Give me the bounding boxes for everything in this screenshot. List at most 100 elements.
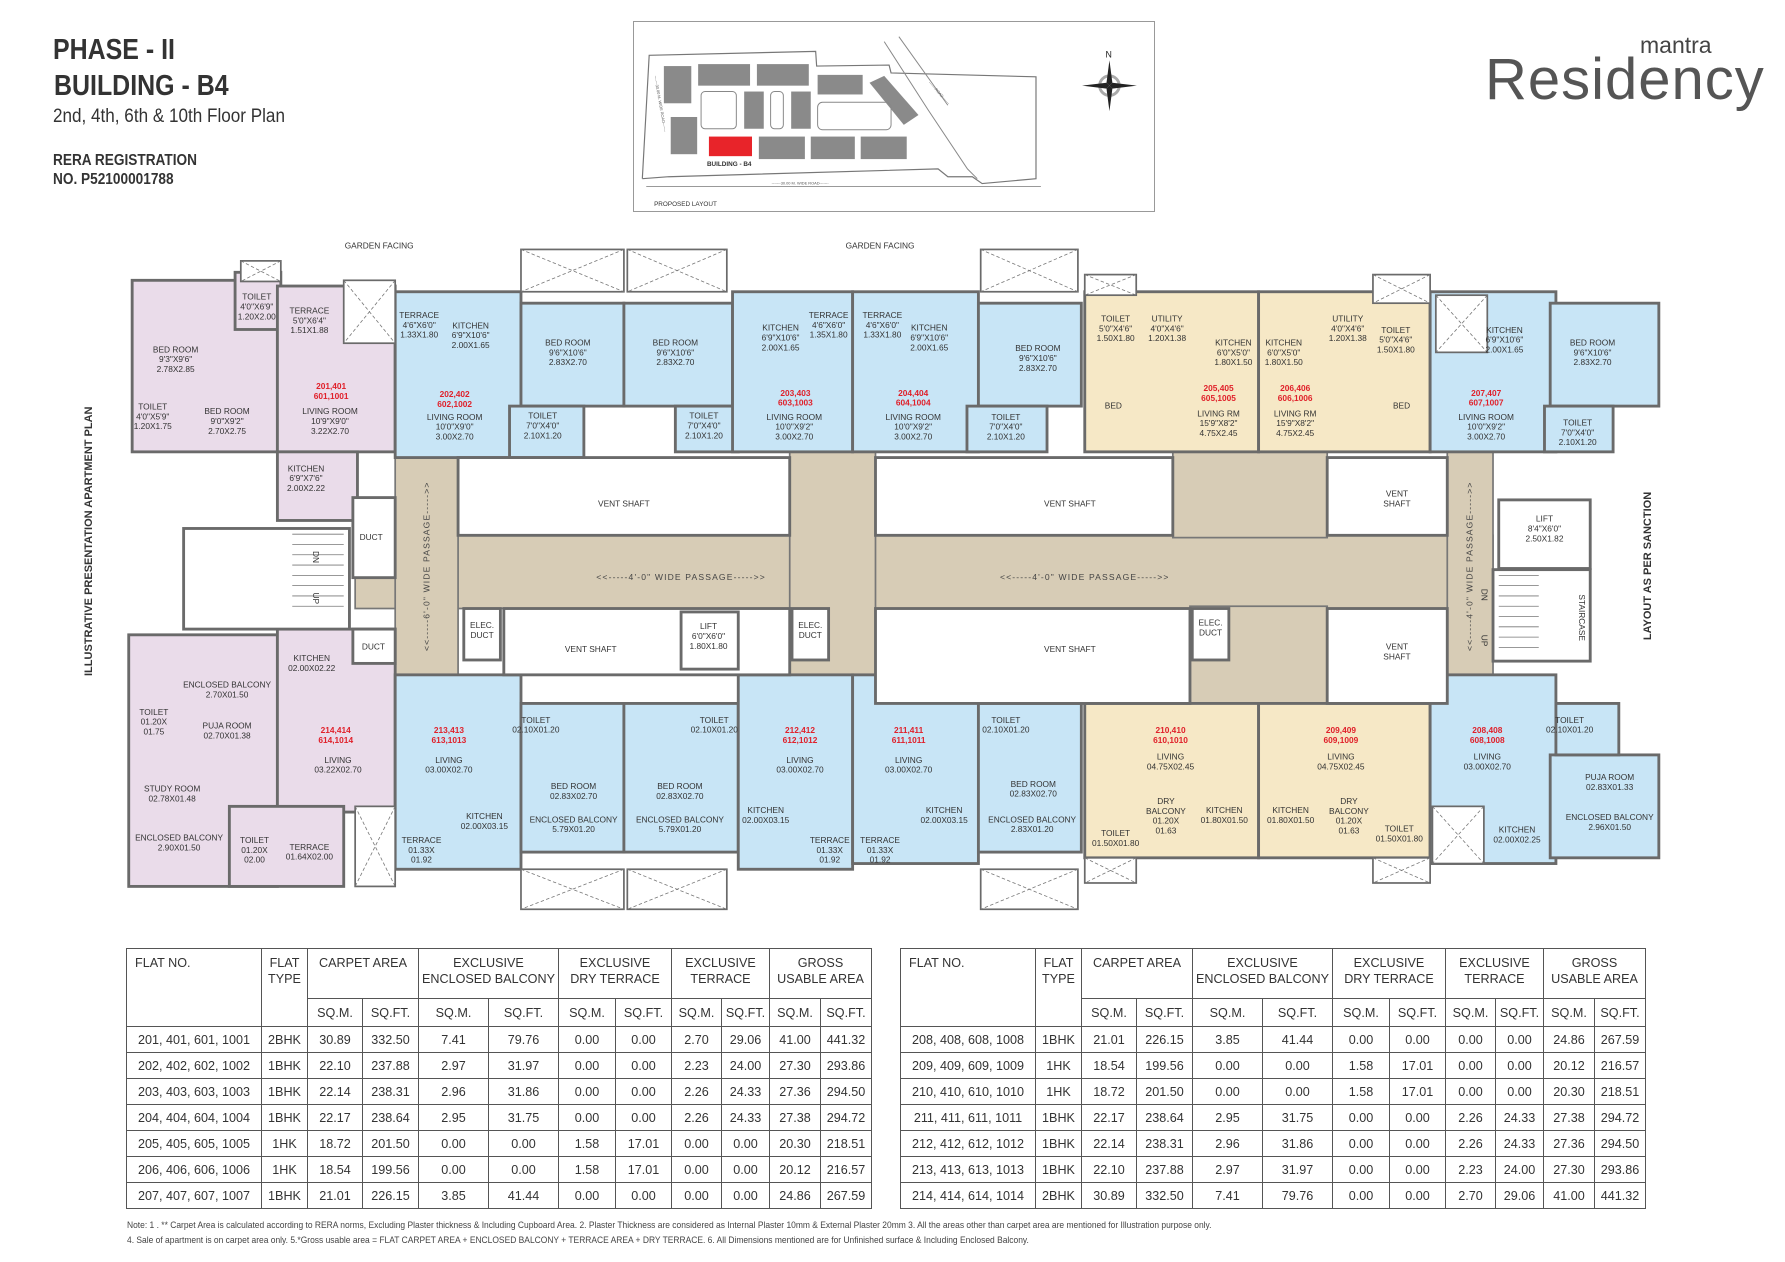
room-label-line: KITCHEN xyxy=(911,323,948,333)
room-label-line: VENT xyxy=(1386,488,1408,498)
site-plan-drawing: BUILDING - B4 -------30.00 M. WIDE ROAD-… xyxy=(641,36,1137,208)
open-balcony-cross xyxy=(520,868,625,911)
open-balcony-cross xyxy=(1372,273,1431,305)
header-text: TERRACE xyxy=(1464,972,1525,986)
table-cell: 41.44 xyxy=(488,1182,559,1209)
table-cell: 7.41 xyxy=(1192,1182,1263,1209)
room-label-line: 2.00X1.65 xyxy=(762,342,800,352)
room-label-line: TOILET xyxy=(1385,824,1414,834)
room-label-line: TOILET xyxy=(139,707,168,717)
room-label-line: 15'9"X8'2" xyxy=(1200,418,1238,428)
table-cell: 2.96 xyxy=(418,1078,489,1105)
table-cell: 1HK xyxy=(261,1156,308,1183)
room-label-line: KITCHEN xyxy=(1499,825,1536,835)
table-cell: 0.00 xyxy=(671,1182,722,1209)
flat-214 xyxy=(227,804,346,888)
table-cell: 0.00 xyxy=(1262,1052,1333,1079)
table-cell: 238.31 xyxy=(362,1078,419,1105)
room-label-line: KITCHEN xyxy=(926,805,963,815)
room-label-line: 02.83X02.70 xyxy=(1010,789,1058,799)
room-label-line: 02.00 xyxy=(244,855,265,865)
flat-209 xyxy=(1257,702,1432,860)
flat-number-line: 602,1002 xyxy=(437,399,472,409)
room-label-line: BED ROOM xyxy=(153,344,198,354)
flat-number-line: 601,1001 xyxy=(314,391,349,401)
passage xyxy=(1171,450,1329,539)
room-label-line: 3.00X2.70 xyxy=(1467,431,1505,441)
room-label-line: GARDEN FACING xyxy=(846,240,915,250)
room-label-line: KITCHEN xyxy=(452,320,489,330)
stair-down-label: DN xyxy=(311,551,321,563)
flat-number-line: 205,405 xyxy=(1204,383,1234,393)
vent-shaft xyxy=(874,607,1192,705)
flat-number-line: 202,402 xyxy=(440,389,470,399)
table-cell: 31.86 xyxy=(488,1078,559,1105)
room-label: GARDEN FACING xyxy=(345,240,414,250)
room-label-line: DUCT xyxy=(362,642,385,652)
room-label-line: LIVING ROOM xyxy=(302,406,358,416)
room-label-line: 01.63 xyxy=(1156,826,1177,836)
header-text: DRY TERRACE xyxy=(1344,972,1434,986)
room-label-line: 1.80X1.80 xyxy=(690,641,728,651)
table-cell: 21.01 xyxy=(307,1182,363,1209)
table-cell: 79.76 xyxy=(1262,1182,1333,1209)
header-text: EXCLUSIVE xyxy=(685,956,756,970)
room-label-line: 1.20X2.00 xyxy=(238,311,276,321)
room-label-line: ELEC. xyxy=(798,620,822,630)
table-cell: 0.00 xyxy=(1389,1104,1446,1131)
table-cell: 441.32 xyxy=(1594,1182,1646,1209)
room-label-line: 7'0"X4'0" xyxy=(687,421,720,431)
open-balcony-cross xyxy=(1083,273,1138,297)
table-cell: 1.58 xyxy=(558,1156,616,1183)
flat-number-line: 609,1009 xyxy=(1324,735,1359,745)
open-balcony-cross xyxy=(342,279,397,345)
table-cell: 212, 412, 612, 1012 xyxy=(900,1130,1036,1157)
room-label-line: 5.79X01.20 xyxy=(659,824,702,834)
table-cell: 18.72 xyxy=(1081,1078,1137,1105)
road-label-diagonal: -------ROAD------- xyxy=(928,80,952,106)
room-label-line: LIVING xyxy=(324,755,351,765)
site-plan-key: BUILDING - B4 -------30.00 M. WIDE ROAD-… xyxy=(633,21,1155,212)
room-label-line: 01.33X xyxy=(408,845,435,855)
room-label-line: 6'9"X10'6" xyxy=(1486,335,1524,345)
table-cell: 0.00 xyxy=(1332,1104,1390,1131)
table-cell: 7.41 xyxy=(418,1026,489,1053)
table-cell: 17.01 xyxy=(615,1156,672,1183)
table-cell: 0.00 xyxy=(488,1130,559,1157)
room-label-line: 9'6"X10'6" xyxy=(656,347,694,357)
room-label-line: TOILET xyxy=(521,715,550,725)
room-label-line: 4'6"X6'0" xyxy=(403,320,436,330)
room-label-line: 04.75X02.45 xyxy=(1147,761,1195,771)
flat-number-line: 604,1004 xyxy=(896,398,931,408)
room-label-line: 2.00X2.22 xyxy=(287,483,325,493)
table-cell: 0.00 xyxy=(1389,1026,1446,1053)
room-label-line: 2.90X01.50 xyxy=(158,843,201,853)
room-label-line: BED ROOM xyxy=(1011,779,1056,789)
room-label-line: 02.10X01.20 xyxy=(691,725,739,735)
open-balcony-cross xyxy=(1372,856,1431,884)
table-cell: 210, 410, 610, 1010 xyxy=(900,1078,1036,1105)
room-label-line: BED ROOM xyxy=(657,781,702,791)
room-label-line: DUCT xyxy=(1199,628,1222,638)
open-balcony-cross xyxy=(1431,805,1485,865)
room-label-line: 9'3"X9'6" xyxy=(159,354,192,364)
flat-number-line: 204,404 xyxy=(898,388,928,398)
table-cell: 294.50 xyxy=(820,1078,872,1105)
table-cell: 31.75 xyxy=(488,1104,559,1131)
table-cell: 2.26 xyxy=(671,1104,722,1131)
room-label-line: ENCLOSED BALCONY xyxy=(135,833,223,843)
